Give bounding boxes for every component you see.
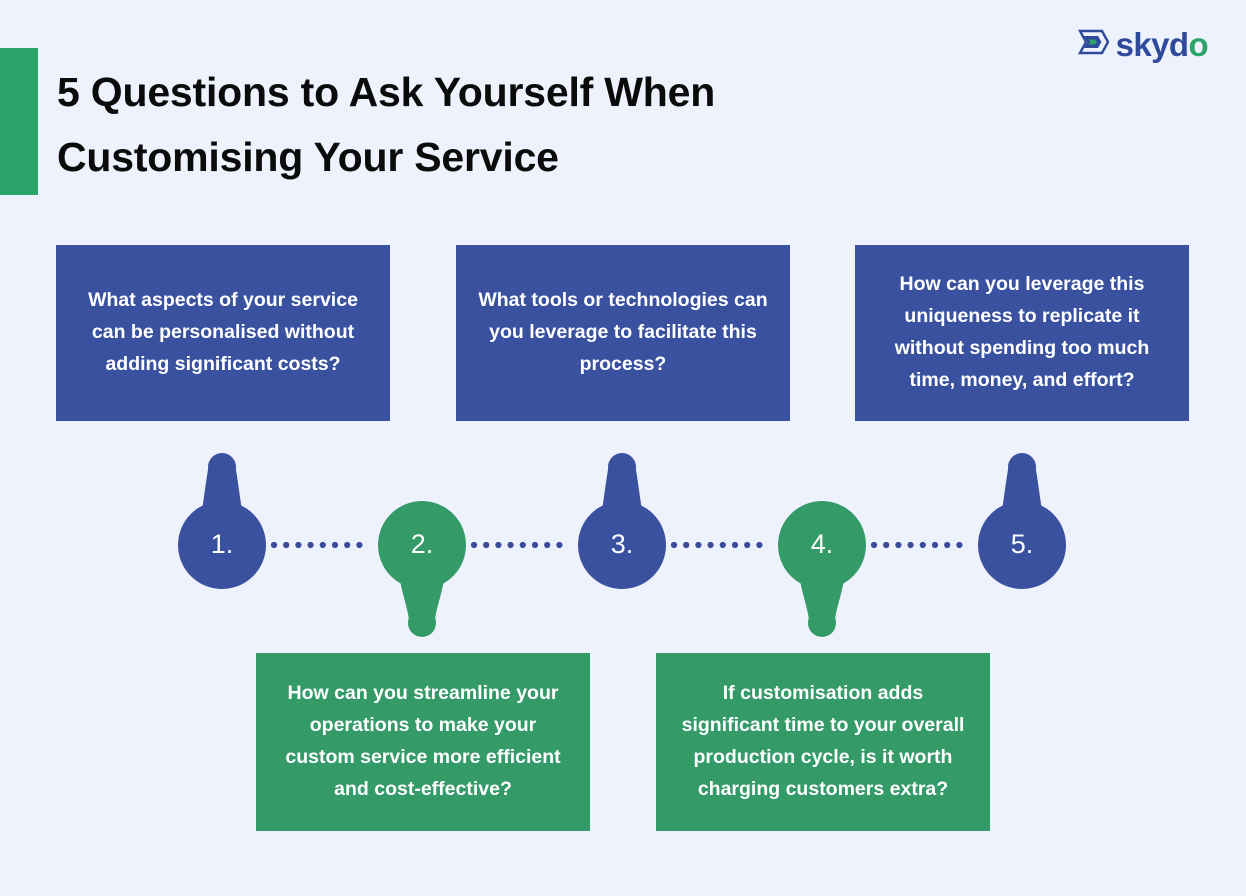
page-title: 5 Questions to Ask Yourself When Customi… <box>57 69 716 180</box>
marker-number-label: 4. <box>811 529 834 559</box>
connector-dot <box>531 541 539 549</box>
marker-pin-tip <box>208 453 236 481</box>
connector-dot <box>283 541 290 549</box>
logo-text-accent: o <box>1188 26 1208 63</box>
timeline: 1. 2. 3. 4. 5. <box>0 440 1246 650</box>
marker-pin-tip <box>408 609 436 637</box>
skydo-chevron-mark-icon <box>1076 26 1110 63</box>
connector-dot <box>670 541 678 549</box>
connector-dot <box>356 541 363 549</box>
question-box-2[interactable]: How can you streamline your operations t… <box>256 653 590 831</box>
question-text-4: If customisation adds significant time t… <box>681 682 965 800</box>
connector-dot <box>919 541 926 549</box>
connector-dot <box>483 541 490 549</box>
connector-dot <box>944 541 951 549</box>
connector-dot <box>470 541 478 549</box>
left-accent-bar <box>0 48 38 195</box>
connector-dot <box>683 541 690 549</box>
question-box-3[interactable]: What tools or technologies can you lever… <box>456 245 790 421</box>
connector-dot <box>956 541 963 549</box>
question-box-1[interactable]: What aspects of your service can be pers… <box>56 245 390 421</box>
marker-circle <box>178 501 266 589</box>
connector-dot <box>719 541 726 549</box>
connector-dot <box>695 541 702 549</box>
timeline-markers: 1. 2. 3. 4. 5. <box>178 453 1066 637</box>
connector-dot <box>270 541 278 549</box>
timeline-dotted-connectors <box>270 541 963 549</box>
marker-circle <box>978 501 1066 589</box>
marker-pin-tip <box>608 453 636 481</box>
connector-dot <box>870 541 878 549</box>
connector-dot <box>331 541 339 549</box>
connector-dot <box>344 541 351 549</box>
question-box-5[interactable]: How can you leverage this uniqueness to … <box>855 245 1189 421</box>
connector-dot <box>556 541 563 549</box>
timeline-marker-1[interactable]: 1. <box>178 453 266 589</box>
logo-text-primary: skyd <box>1115 26 1189 63</box>
timeline-marker-4[interactable]: 4. <box>778 501 866 637</box>
marker-number-label: 5. <box>1011 529 1034 559</box>
marker-circle <box>778 501 866 589</box>
connector-dot <box>744 541 751 549</box>
question-text-5: How can you leverage this uniqueness to … <box>894 273 1150 391</box>
question-box-4[interactable]: If customisation adds significant time t… <box>656 653 990 831</box>
connector-dot <box>319 541 326 549</box>
marker-number-label: 1. <box>211 529 234 559</box>
marker-circle <box>578 501 666 589</box>
marker-pin-tip <box>808 609 836 637</box>
connector-dot <box>731 541 739 549</box>
timeline-marker-2[interactable]: 2. <box>378 501 466 637</box>
connector-dot <box>495 541 502 549</box>
timeline-marker-3[interactable]: 3. <box>578 453 666 589</box>
connector-dot <box>895 541 902 549</box>
timeline-marker-5[interactable]: 5. <box>978 453 1066 589</box>
connector-dot <box>907 541 914 549</box>
question-text-3: What tools or technologies can you lever… <box>478 289 768 375</box>
question-text-2: How can you streamline your operations t… <box>285 682 561 800</box>
connector-dot <box>507 541 514 549</box>
question-text-1: What aspects of your service can be pers… <box>88 289 358 375</box>
skydo-logo: skydo <box>1076 26 1209 63</box>
connector-dot <box>544 541 551 549</box>
connector-dot <box>307 541 314 549</box>
marker-number-label: 3. <box>611 529 634 559</box>
connector-dot <box>931 541 939 549</box>
connector-dot <box>519 541 526 549</box>
connector-dot <box>707 541 714 549</box>
logo-wordmark: skydo <box>1115 26 1209 63</box>
marker-pin-tip <box>1008 453 1036 481</box>
connector-dot <box>756 541 763 549</box>
marker-number-label: 2. <box>411 529 434 559</box>
marker-circle <box>378 501 466 589</box>
connector-dot <box>295 541 302 549</box>
connector-dot <box>883 541 890 549</box>
